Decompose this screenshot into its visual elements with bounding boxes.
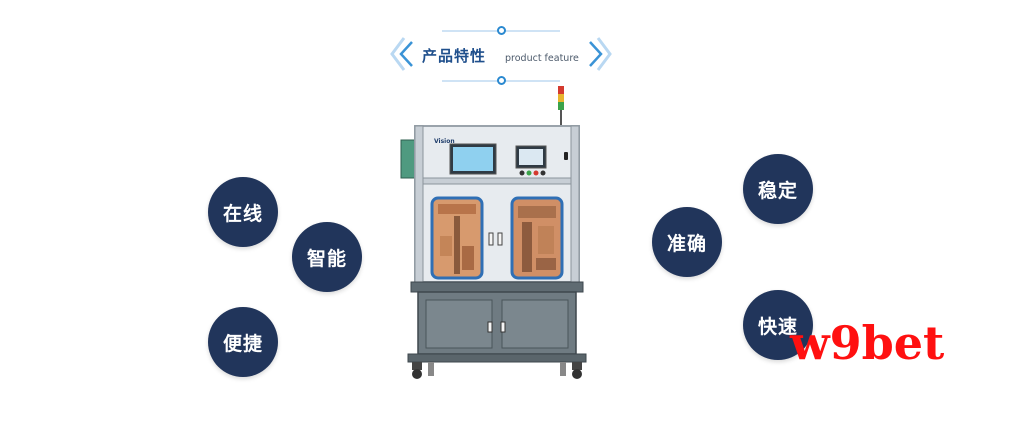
feature-bubble-accurate: 准确 [652,207,722,277]
watermark-text: w9bet [790,316,945,370]
signal-tower-icon [558,86,564,126]
feature-bubble-online: 在线 [208,177,278,247]
machine-brand: Vision [434,138,455,145]
header-bottom-dot [497,76,506,85]
table-top [410,281,584,293]
feature-label-stable: 稳定 [757,179,798,202]
feature-label-smart: 智能 [306,247,347,270]
chevron-right-icon [589,37,612,71]
feature-label-accurate: 准确 [666,232,707,255]
feature-bubble-fast: 快速 [743,290,813,360]
machine-base [407,353,587,363]
feature-label-convenient: 便捷 [222,332,263,355]
machine-illustration: Vision [400,86,587,379]
header-title-cn: 产品特性 [422,47,487,65]
feature-bubble-smart: 智能 [292,222,362,292]
side-electric-box [400,139,416,179]
feature-bubble-stable: 稳定 [743,154,813,224]
caster-wheels [412,362,582,379]
header-title-en: product feature [505,53,579,64]
section-header: 产品特性 product feature [380,18,620,90]
feature-bubble-convenient: 便捷 [208,307,278,377]
feature-label-fast: 快速 [757,315,798,338]
chevron-left-icon [390,37,413,71]
feature-label-online: 在线 [222,202,263,225]
header-top-dot [497,26,506,35]
